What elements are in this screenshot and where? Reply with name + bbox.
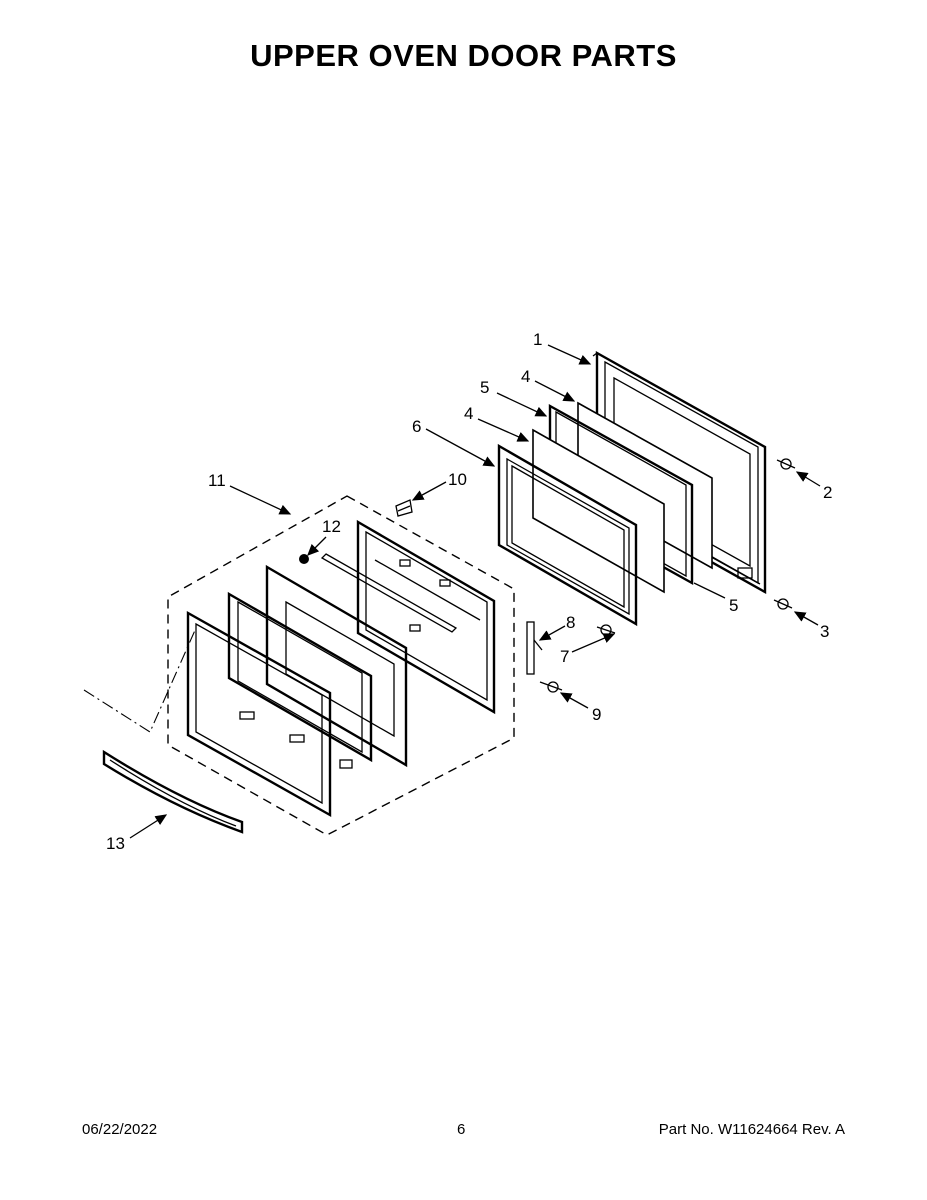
- callout-13: 13: [106, 834, 125, 853]
- callout-8: 8: [566, 613, 575, 632]
- part-3-screw: [773, 598, 793, 610]
- footer-part-number: Part No. W11624664 Rev. A: [658, 1121, 845, 1138]
- part-6-glass-frame: [497, 443, 638, 627]
- part-7-screw: [596, 624, 616, 636]
- callout-9: 9: [592, 705, 601, 724]
- callout-10: 10: [448, 470, 467, 489]
- callout-leaders: [129, 344, 821, 839]
- part-8-hinge: [526, 621, 543, 675]
- inner-door-panel: [356, 519, 496, 715]
- callout-2: 2: [823, 483, 832, 502]
- callout-11: 11: [208, 471, 226, 490]
- part-13-handle: [102, 749, 244, 834]
- middle-door-glass: [265, 564, 408, 768]
- part-9-bolt: [539, 681, 563, 693]
- part-11-assembly-outline: [167, 495, 515, 836]
- callout-6: 6: [412, 417, 421, 436]
- handle-alignment-line: [83, 627, 197, 733]
- footer-page-number: 6: [457, 1121, 466, 1138]
- part-12-strip: [320, 553, 458, 633]
- part-2-screw: [776, 458, 796, 470]
- callout-1: 1: [533, 330, 542, 349]
- inner-door-rails: [227, 591, 373, 763]
- callout-12: 12: [322, 517, 341, 536]
- callout-3: 3: [820, 622, 829, 641]
- callout-5-upper: 5: [480, 378, 489, 397]
- page-title: UPPER OVEN DOOR PARTS: [250, 38, 677, 73]
- part-12-dot: [299, 554, 309, 564]
- callout-5-lower: 5: [729, 596, 738, 615]
- callout-7: 7: [560, 647, 569, 666]
- part-10-screw: [395, 499, 413, 517]
- callout-4-lower: 4: [464, 404, 473, 423]
- footer-date: 06/22/2022: [82, 1121, 158, 1138]
- outer-door-glass: [186, 610, 353, 818]
- callout-4-upper: 4: [521, 367, 530, 386]
